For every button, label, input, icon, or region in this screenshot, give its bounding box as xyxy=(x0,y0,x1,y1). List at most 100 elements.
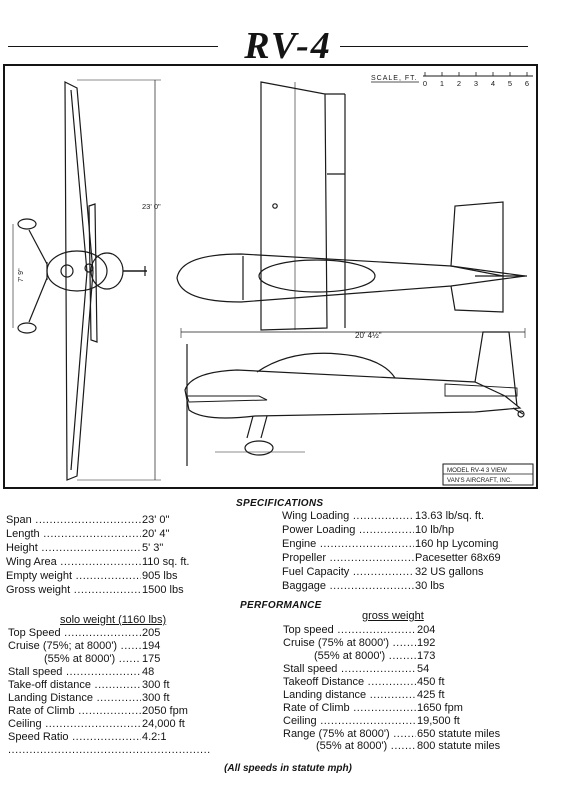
perf-row: Stall speed54 xyxy=(283,663,429,676)
spec-row: Wing Area110 sq. ft. xyxy=(6,556,190,569)
perf-row: Landing Distance300 ft xyxy=(8,692,170,705)
gross-weight-heading: gross weight xyxy=(362,610,424,622)
perf-value: 205 xyxy=(142,627,161,639)
scale-tick: 5 xyxy=(508,79,512,88)
spec-label: Gross weight xyxy=(6,584,141,597)
perf-label: Stall speed xyxy=(283,663,416,676)
perf-value: 300 ft xyxy=(142,692,170,704)
spec-label: Wing Area xyxy=(6,556,141,569)
speeds-footnote: (All speeds in statute mph) xyxy=(224,763,352,774)
scale-tick: 6 xyxy=(525,79,529,88)
perf-value: 54 xyxy=(417,663,430,675)
gear-dimension: 7' 9" xyxy=(18,268,25,282)
perf-value: 192 xyxy=(417,637,436,649)
scale-tick: 1 xyxy=(440,79,444,88)
title-block: MODEL RV-4 3 VIEW VAN'S AIRCRAFT, INC. xyxy=(442,463,534,486)
perf-label: Range (75% at 8000') xyxy=(283,728,416,741)
spec-row: Engine160 hp Lycoming xyxy=(282,538,498,551)
spec-row: Length20' 4" xyxy=(6,528,169,541)
spec-row: Empty weight905 lbs xyxy=(6,570,177,583)
perf-row: Landing distance425 ft xyxy=(283,689,445,702)
scale-tick: 0 xyxy=(423,79,427,88)
perf-value: 2050 fpm xyxy=(142,705,188,717)
perf-label: Ceiling xyxy=(283,715,416,728)
perf-row: Cruise (75% at 8000')192 xyxy=(283,637,435,650)
three-view-svg: SCALE, FT. 0 1 2 3 4 5 6 xyxy=(12,72,534,486)
spec-value: 1500 lbs xyxy=(142,584,184,596)
solo-weight-heading: solo weight (1160 lbs) xyxy=(60,614,167,626)
performance-heading: PERFORMANCE xyxy=(240,600,322,611)
page-title: RV-4 xyxy=(0,24,576,68)
top-view xyxy=(176,81,527,331)
perf-value: 425 ft xyxy=(417,689,445,701)
perf-row: Stall speed48 xyxy=(8,666,154,679)
perf-row: Top Speed205 xyxy=(8,627,160,640)
perf-value: 1650 fpm xyxy=(417,702,463,714)
spec-label: Power Loading xyxy=(282,524,414,537)
perf-label: Landing distance xyxy=(283,689,416,702)
length-dimension: 20' 4½" xyxy=(355,331,382,340)
spec-row: Fuel Capacity32 US gallons xyxy=(282,566,484,579)
spec-value: 30 lbs xyxy=(415,580,445,592)
spec-label: Length xyxy=(6,528,141,541)
perf-value: 19,500 ft xyxy=(417,715,460,727)
spec-value: 23' 0" xyxy=(142,514,170,526)
perf-label: Cruise (75%; at 8000') xyxy=(8,640,141,653)
front-view: 23' 0" 7' 9" xyxy=(12,79,161,481)
perf-value: 4.2:1 xyxy=(142,731,167,743)
page-title-text: RV-4 xyxy=(236,25,340,67)
spec-value: 13.63 lb/sq. ft. xyxy=(415,510,485,522)
perf-value: 48 xyxy=(142,666,155,678)
perf-label: Takeoff Distance xyxy=(283,676,416,689)
perf-row: Ceiling24,000 ft xyxy=(8,718,185,731)
scale-tick: 3 xyxy=(474,79,478,88)
scale-tick: 4 xyxy=(491,79,495,88)
span-dimension: 23' 0" xyxy=(142,202,161,211)
perf-row: Speed Ratio4.2:1 xyxy=(8,731,166,744)
spec-value: 32 US gallons xyxy=(415,566,484,578)
spec-label: Empty weight xyxy=(6,570,141,583)
spec-label: Engine xyxy=(282,538,414,551)
spec-row: Power Loading10 lb/hp xyxy=(282,524,454,537)
spec-value: 110 sq. ft. xyxy=(142,556,190,568)
perf-label: Speed Ratio xyxy=(8,731,141,744)
perf-row: Take-off distance300 ft xyxy=(8,679,170,692)
spec-label: Propeller xyxy=(282,552,414,565)
spec-label: Wing Loading xyxy=(282,510,414,523)
title-block-company: VAN'S AIRCRAFT, INC. xyxy=(447,477,512,484)
perf-row: Top speed204 xyxy=(283,624,435,637)
three-view-drawing: SCALE, FT. 0 1 2 3 4 5 6 xyxy=(3,64,538,489)
perf-row: (55% at 8000')175 xyxy=(44,653,160,666)
perf-value: 300 ft xyxy=(142,679,170,691)
spec-label: Fuel Capacity xyxy=(282,566,414,579)
title-rule-left xyxy=(8,46,218,47)
spec-label: Span xyxy=(6,514,141,527)
perf-row: (55% at 8000')800 statute miles xyxy=(316,740,500,753)
perf-value: 194 xyxy=(142,640,161,652)
perf-label: Take-off distance xyxy=(8,679,141,692)
scale-bar: SCALE, FT. 0 1 2 3 4 5 6 xyxy=(371,72,533,88)
spec-row: Wing Loading13.63 lb/sq. ft. xyxy=(282,510,484,523)
perf-label: Ceiling xyxy=(8,718,141,731)
spec-row: Baggage30 lbs xyxy=(282,580,444,593)
perf-row: Rate of Climb1650 fpm xyxy=(283,702,463,715)
perf-label: Stall speed xyxy=(8,666,141,679)
perf-row: Rate of Climb2050 fpm xyxy=(8,705,188,718)
specifications-heading: SPECIFICATIONS xyxy=(236,498,324,509)
scale-tick: 2 xyxy=(457,79,461,88)
perf-label: Rate of Climb xyxy=(283,702,416,715)
perf-value: 650 statute miles xyxy=(417,728,501,740)
perf-value: 24,000 ft xyxy=(142,718,185,730)
perf-label: Rate of Climb xyxy=(8,705,141,718)
perf-row: (55% at 8000')173 xyxy=(314,650,435,663)
perf-label: Landing Distance xyxy=(8,692,141,705)
perf-label: Top Speed xyxy=(8,627,141,640)
perf-value: 800 statute miles xyxy=(417,740,501,752)
perf-label: Top speed xyxy=(283,624,416,637)
perf-value: 204 xyxy=(417,624,436,636)
perf-value: 175 xyxy=(142,653,161,665)
spec-row: Span23' 0" xyxy=(6,514,169,527)
side-view xyxy=(184,331,525,466)
perf-trailing-dots: ........................................… xyxy=(8,744,211,756)
perf-label: (55% at 8000') xyxy=(316,740,416,753)
